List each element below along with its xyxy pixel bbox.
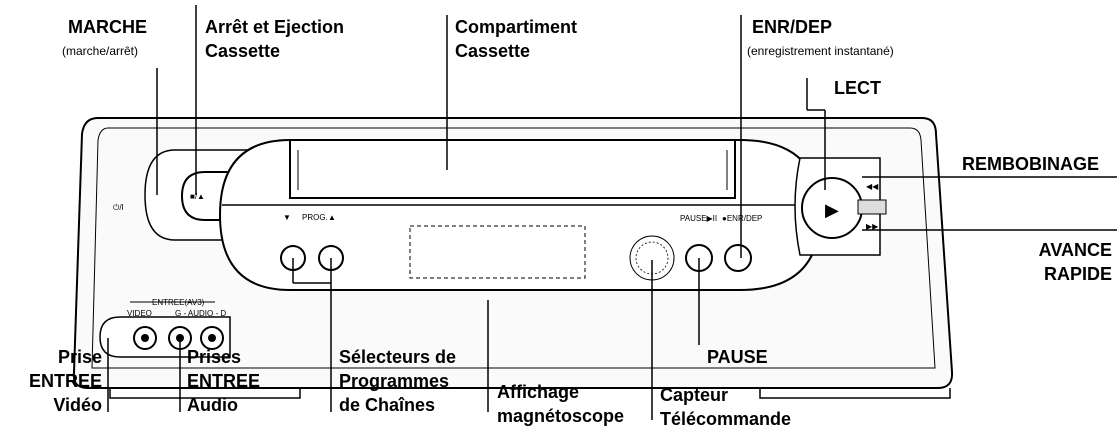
audio-jack-label: G - AUDIO - D bbox=[175, 309, 226, 318]
play-symbol: ▶ bbox=[825, 200, 839, 221]
label-selecteurs: Sélecteurs de Programmes de Chaînes bbox=[339, 347, 457, 415]
prog-label: PROG. bbox=[302, 213, 328, 222]
label-marche-sub: (marche/arrêt) bbox=[62, 44, 139, 58]
vcr-display bbox=[409, 225, 586, 279]
foot-left bbox=[109, 388, 301, 399]
label-arret-ejection: Arrêt et Ejection Cassette bbox=[205, 17, 345, 61]
stop-eject-symbol: ■/▲ bbox=[190, 192, 205, 201]
label-marche: MARCHE bbox=[68, 17, 147, 37]
input-group-label: ENTREE(AV3) bbox=[152, 298, 205, 307]
label-prise-video: Prise ENTREE Vidéo bbox=[28, 347, 102, 415]
prog-up-symbol: ▲ bbox=[328, 213, 336, 222]
label-affichage: Affichage magnétoscope bbox=[497, 382, 625, 426]
pause-label: PAUSE▶II bbox=[680, 214, 717, 223]
cassette-door[interactable] bbox=[289, 139, 736, 199]
label-capteur: Capteur Télécommande bbox=[660, 385, 792, 429]
rec-label: ●ENR/DEP bbox=[722, 214, 762, 223]
power-symbol: ⏻/I bbox=[113, 203, 124, 212]
input-jack-group bbox=[99, 316, 231, 358]
video-jack-core bbox=[141, 334, 149, 342]
label-rembobinage: REMBOBINAGE bbox=[962, 154, 1100, 174]
foot-right bbox=[759, 388, 951, 399]
rec-button[interactable] bbox=[724, 244, 752, 272]
ff-symbol: ▶▶ bbox=[866, 222, 879, 231]
label-compartiment: Compartiment Cassette bbox=[455, 17, 578, 61]
label-enr-dep: ENR/DEP bbox=[752, 17, 833, 37]
rew-symbol: ◀◀ bbox=[866, 182, 879, 191]
prog-down-symbol: ▼ bbox=[283, 213, 291, 222]
label-lect: LECT bbox=[834, 78, 881, 98]
play-bar bbox=[857, 199, 887, 215]
audio-right-jack-core bbox=[208, 334, 216, 342]
label-avance-rapide: AVANCE RAPIDE bbox=[1038, 240, 1112, 284]
label-prises-audio: Prises ENTREE Audio bbox=[187, 347, 261, 415]
label-pause: PAUSE bbox=[707, 347, 768, 367]
leader-lines bbox=[107, 5, 1117, 420]
label-enr-dep-sub: (enregistrement instantané) bbox=[747, 44, 894, 58]
video-jack-label: VIDEO bbox=[127, 309, 152, 318]
vcr-body-inner bbox=[91, 127, 936, 369]
